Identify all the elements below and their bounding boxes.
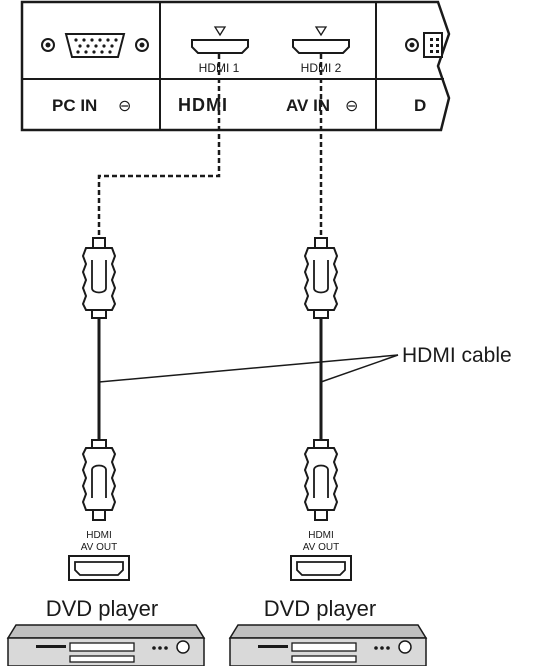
device-2-port-line2: AV OUT (303, 542, 339, 553)
hdmi2-label: HDMI 2 (301, 61, 342, 75)
device-1-name: DVD player (46, 596, 158, 621)
dotted-cable-left (97, 54, 221, 238)
cable-callout-lines (98, 354, 399, 383)
hdmi-plug-left-bottom (83, 440, 115, 520)
display-panel: PC IN ⊖ HDMI 1 HDMI 2 HDMI AV IN ⊖ (20, 0, 451, 132)
device-2-port-line1: HDMI (308, 530, 334, 541)
hdmi1-label: HDMI 1 (199, 61, 240, 75)
dvd-player-1 (6, 624, 206, 666)
device-1-port-line1: HDMI (86, 530, 112, 541)
device-2-name: DVD player (264, 596, 376, 621)
device-1-port-line2: AV OUT (81, 542, 117, 553)
pc-in-label: PC IN (52, 96, 97, 115)
pc-in-port (41, 33, 149, 58)
hdmi-plug-right-top (304, 237, 338, 319)
cut-label: D (414, 96, 426, 115)
device-2-hdmi-port (290, 555, 352, 581)
dvd-player-2 (228, 624, 428, 666)
dvi-port-partial (405, 32, 443, 58)
pc-in-input-icon: ⊖ (118, 98, 131, 115)
av-in-input-icon: ⊖ (345, 98, 358, 115)
hdmi-logo: HDMI (178, 95, 228, 115)
device-1-hdmi-port (68, 555, 130, 581)
hdmi-plug-left-top (82, 237, 116, 319)
hdmi-plug-right-bottom (305, 440, 337, 520)
hdmi2-port (292, 26, 350, 54)
av-in-label: AV IN (286, 96, 330, 115)
hdmi1-port (191, 26, 249, 54)
hdmi-cable-label: HDMI cable (402, 344, 512, 367)
